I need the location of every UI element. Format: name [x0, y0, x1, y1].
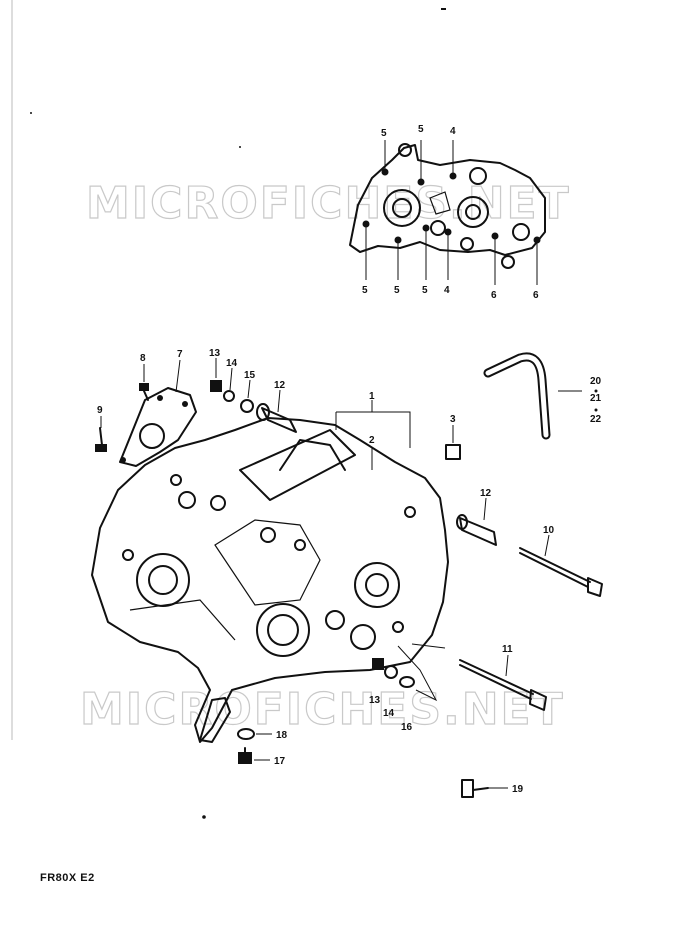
- callout-14-top: 14: [226, 358, 238, 369]
- bolt-part-17: [238, 747, 252, 764]
- washer-part-14-bottom: [384, 665, 398, 679]
- callout-inset-5-bottom-2: 5: [394, 285, 400, 296]
- callout-dot-21-22: [594, 408, 598, 412]
- washer-part-18: [237, 728, 255, 740]
- callout-14-bottom: 14: [383, 708, 395, 719]
- callout-7: 7: [177, 349, 183, 360]
- callout-1: 1: [369, 391, 375, 402]
- callout-18: 18: [276, 730, 288, 741]
- callout-20: 20: [590, 376, 602, 387]
- screw-part-9: [95, 427, 107, 452]
- gasket-hole: [139, 423, 165, 449]
- callout-17: 17: [274, 756, 286, 767]
- callout-inset-6-bottom-2: 6: [533, 290, 539, 301]
- callout-13-bottom: 13: [369, 695, 381, 706]
- watermark-bottom: MICROFICHES.NET: [80, 684, 565, 735]
- callout-11: 11: [502, 644, 513, 655]
- washer-part-15: [240, 399, 254, 413]
- inset-leaders: [365, 140, 538, 285]
- callout-inset-5-bottom-3: 5: [422, 285, 428, 296]
- bolt-part-11: [459, 659, 547, 711]
- callout-dot-20-21: [594, 389, 598, 393]
- callout-9: 9: [97, 405, 103, 416]
- callout-19: 19: [512, 784, 524, 795]
- crankcase-main: [91, 417, 449, 743]
- dowel-part-12-top: [256, 403, 297, 433]
- callout-inset-5-top-left: 5: [381, 128, 387, 139]
- model-code-label: FR80X E2: [40, 872, 95, 884]
- washer-part-14-top: [223, 390, 235, 402]
- speck-3: [30, 112, 32, 114]
- callout-inset-4-top: 4: [450, 126, 456, 137]
- nut-part-13-bottom: [372, 658, 384, 670]
- callout-inset-4-bottom: 4: [444, 285, 450, 296]
- gasket-bolt-hole-2: [120, 457, 126, 463]
- callout-10: 10: [543, 525, 555, 536]
- callout-12-top: 12: [274, 380, 286, 391]
- callout-15: 15: [244, 370, 256, 381]
- nut-part-13-top: [210, 380, 222, 392]
- callout-8: 8: [140, 353, 146, 364]
- bolt-part-10: [519, 547, 603, 597]
- speck-2: [441, 8, 446, 10]
- callout-16: 16: [401, 722, 413, 733]
- dowel-part-12-right: [456, 514, 497, 546]
- screw-part-8: [139, 383, 149, 401]
- callout-inset-5-bottom-1: 5: [362, 285, 368, 296]
- callout-12-right: 12: [480, 488, 492, 499]
- callout-13-top: 13: [209, 348, 221, 359]
- callout-inset-6-bottom-1: 6: [491, 290, 497, 301]
- gasket-part-7: [119, 387, 197, 467]
- dowel-part-3: [445, 444, 461, 460]
- speck-4: [239, 146, 241, 148]
- gasket-bolt-hole-3: [182, 401, 188, 407]
- watermark-top: MICROFICHES.NET: [86, 178, 571, 229]
- main-leaders: [100, 358, 582, 789]
- washer-part-16: [399, 676, 415, 688]
- gasket-bolt-hole-1: [157, 395, 163, 401]
- crankcase-inset: [349, 143, 546, 269]
- callout-2: 2: [369, 435, 375, 446]
- callout-3: 3: [450, 414, 456, 425]
- fitting-part-19: [461, 779, 489, 798]
- speck-1: [202, 815, 206, 819]
- callout-21: 21: [590, 393, 602, 404]
- callout-22: 22: [590, 414, 602, 425]
- callout-inset-5-top-mid: 5: [418, 124, 424, 135]
